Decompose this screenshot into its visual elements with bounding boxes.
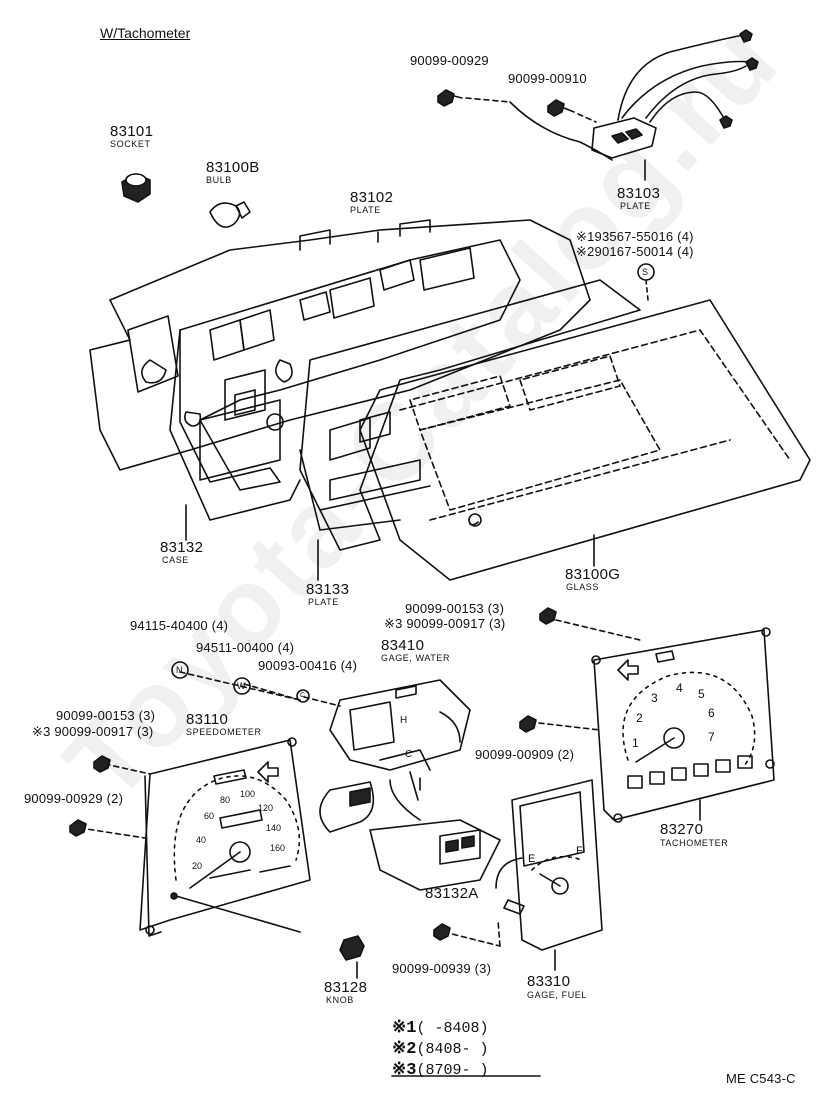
legend-text-2: (8408- )	[416, 1041, 489, 1058]
water-gage-83410-drawing	[319, 679, 471, 833]
label-83270: 83270	[660, 821, 704, 838]
tacho-num-1: 1	[632, 736, 639, 750]
speedo-num-60: 60	[204, 811, 215, 821]
label-83410: 83410	[381, 637, 425, 654]
screw-90099-00929-drawing	[437, 89, 463, 107]
label-83310: 83310	[527, 973, 571, 990]
label-screw-set-2: ※290167-50014 (4)	[576, 244, 694, 259]
tachometer-83270-drawing	[591, 627, 775, 823]
knob-83128-drawing	[339, 935, 365, 961]
speedo-num-160: 160	[270, 843, 286, 853]
tacho-num-5: 5	[698, 687, 705, 701]
marker-w: W	[237, 681, 247, 691]
label-83270-name: TACHOMETER	[660, 838, 729, 848]
label-83100b-name: BULB	[206, 175, 232, 185]
plate-83102-drawing	[89, 219, 591, 471]
label-90099-00929-top: 90099-00929	[410, 53, 489, 68]
label-83310-name: GAGE, FUEL	[527, 990, 588, 1000]
label-83110: 83110	[186, 711, 229, 728]
legend-row-2: ※2(8408- )	[392, 1039, 488, 1060]
plate-83133-drawing	[299, 279, 641, 551]
case-83132-drawing	[169, 239, 521, 521]
water-h-mark: H	[400, 715, 408, 726]
fuel-e-mark: E	[528, 853, 536, 865]
marker-s-circle	[637, 263, 655, 281]
legend-mark-2: ※2	[392, 1040, 417, 1059]
glass-83100g-drawing	[359, 299, 811, 581]
speedo-num-100: 100	[240, 789, 256, 799]
label-83100g-name: GLASS	[566, 582, 600, 592]
label-83410-name: GAGE, WATER	[381, 653, 451, 663]
legend-mark-3: ※3	[392, 1061, 417, 1080]
fuel-f-mark: F	[576, 845, 583, 857]
label-83103: 83103	[617, 185, 661, 202]
speedo-num-80: 80	[220, 795, 231, 805]
label-90099-00910: 90099-00910	[508, 71, 587, 86]
diagram-title: W/Tachometer	[100, 25, 191, 41]
label-90099-00909: 90099-00909 (2)	[475, 747, 575, 762]
date-legend: ※1( -8408) ※2(8408- ) ※3(8709- )	[392, 1018, 488, 1081]
label-90099-00939: 90099-00939 (3)	[392, 961, 492, 976]
label-83128: 83128	[324, 979, 368, 996]
label-screw-set-1: ※193567-55016 (4)	[576, 229, 694, 244]
label-90099-00917-left: ※3 90099-00917 (3)	[32, 724, 154, 739]
label-83102: 83102	[350, 189, 394, 206]
plate-83103-drawing	[509, 29, 759, 161]
label-83132-name: CASE	[162, 555, 189, 565]
label-83101-name: SOCKET	[110, 139, 151, 149]
legend-text-3: (8709- )	[416, 1062, 489, 1079]
speedometer-83110-drawing	[139, 737, 311, 937]
label-83132a: 83132A	[425, 885, 479, 902]
label-83110-name: SPEEDOMETER	[186, 727, 262, 737]
label-90099-00917-top: ※3 90099-00917 (3)	[384, 616, 506, 631]
marker-s: S	[642, 267, 649, 277]
label-83133: 83133	[306, 581, 350, 598]
diagram-code: ME C543-C	[726, 1071, 796, 1086]
speedo-num-120: 120	[258, 803, 274, 813]
legend-row-1: ※1( -8408)	[392, 1018, 488, 1039]
label-83102-name: PLATE	[350, 205, 381, 215]
speedo-num-140: 140	[266, 823, 282, 833]
fuel-gage-83310-drawing	[495, 779, 603, 951]
label-90093-00416: 90093-00416 (4)	[258, 658, 358, 673]
label-90099-00929-left: 90099-00929 (2)	[24, 791, 124, 806]
tacho-num-3: 3	[651, 691, 658, 705]
label-90099-00153-top: 90099-00153 (3)	[405, 601, 505, 616]
socket-83101-drawing	[121, 173, 151, 203]
marker-c-circle	[296, 689, 310, 703]
tacho-num-2: 2	[636, 711, 643, 725]
marker-n-circle	[171, 661, 189, 679]
legend-row-3: ※3(8709- )	[392, 1060, 488, 1081]
label-83103-name: PLATE	[620, 201, 651, 211]
speedo-num-40: 40	[196, 835, 207, 845]
connector-83132a-drawing	[369, 779, 501, 891]
bulb-83100b-drawing	[209, 201, 251, 228]
legend-text-1: ( -8408)	[416, 1020, 489, 1037]
speedo-num-20: 20	[192, 861, 203, 871]
screw-90099-00910-drawing	[547, 99, 575, 117]
label-83100g: 83100G	[565, 566, 621, 583]
marker-w-circle	[233, 677, 251, 695]
tacho-num-4: 4	[676, 681, 683, 695]
label-90099-00153-left: 90099-00153 (3)	[56, 708, 156, 723]
marker-c: C	[300, 692, 306, 699]
label-83101: 83101	[110, 123, 154, 140]
marker-n: N	[176, 665, 184, 675]
water-c-mark: C	[405, 749, 413, 760]
tacho-num-6: 6	[708, 706, 715, 720]
legend-mark-1: ※1	[392, 1019, 417, 1038]
label-83100b: 83100B	[206, 159, 260, 176]
tacho-num-7: 7	[708, 730, 715, 744]
label-94115-40400: 94115-40400 (4)	[130, 618, 229, 633]
label-83128-name: KNOB	[326, 995, 354, 1005]
label-83132: 83132	[160, 539, 204, 556]
label-83133-name: PLATE	[308, 597, 339, 607]
label-94511-00400: 94511-00400 (4)	[196, 640, 295, 655]
